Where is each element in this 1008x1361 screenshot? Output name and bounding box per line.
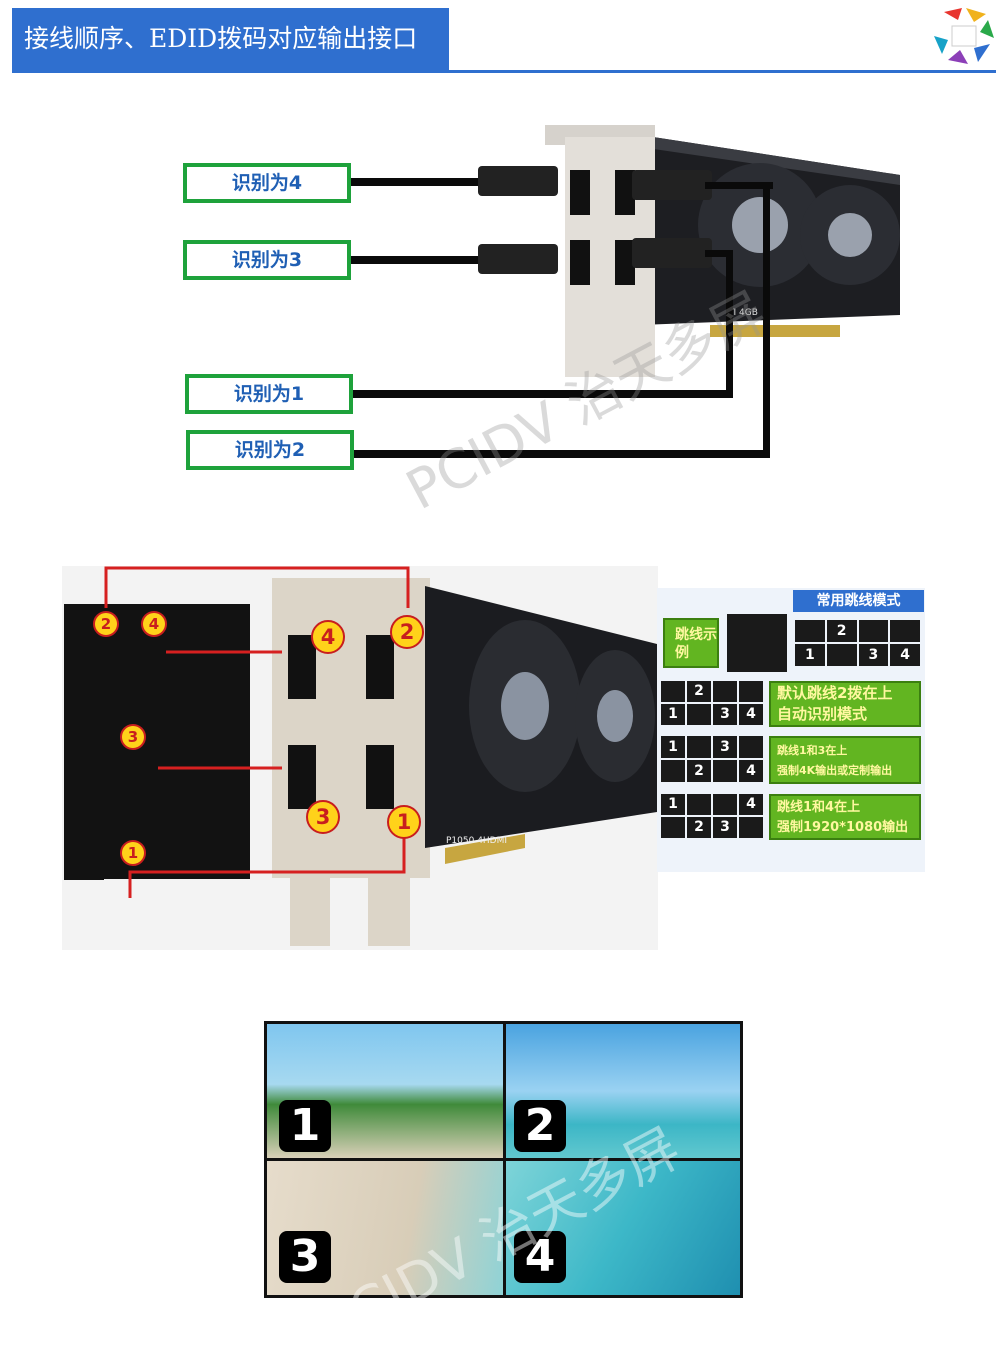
mode-3-jumper-cell: 1 [661, 794, 685, 815]
tile-number-3: 3 [279, 1231, 331, 1283]
mode-3-jumper-cell [713, 794, 737, 815]
mode-1-desc: 默认跳线2拨在上 自动识别模式 [769, 681, 921, 727]
cable-2-vertical [763, 182, 770, 458]
cable-1-bottom [351, 390, 733, 398]
board-badge-4: 4 [141, 611, 167, 637]
mode-1-jumper-cell: 2 [687, 681, 711, 702]
mode-2-jumper-cell: 4 [739, 760, 763, 782]
bracket-tab-left [290, 878, 330, 946]
mode-2-jumper-cell: 2 [687, 760, 711, 782]
mode-3-jumper-cell [661, 817, 685, 838]
label-id-3: 识别为3 [183, 240, 351, 280]
mode-3-jumper-cell: 2 [687, 817, 711, 838]
cable-3 [351, 256, 491, 264]
mode-3-jumper-cell [739, 817, 763, 838]
hdmi-plug-3 [478, 244, 558, 274]
example-jumper-cell: 4 [890, 644, 920, 666]
card-badge-3: 3 [306, 800, 340, 834]
board-badge-1: 1 [120, 840, 146, 866]
mode-1-desc-line2: 自动识别模式 [777, 705, 868, 723]
example-jumper-cell [858, 620, 889, 642]
video-wall: 1 2 3 4 PCIDV 治天多屏 [264, 1021, 743, 1358]
cable-4 [351, 178, 491, 186]
mode-1-desc-line1: 默认跳线2拨在上 [777, 684, 893, 702]
mode-2-jumper-cell [661, 760, 685, 782]
mode-2-desc-line2: 强制4K输出或定制输出 [777, 764, 893, 777]
label-id-1: 识别为1 [185, 374, 353, 414]
example-jumper-cell: 2 [826, 620, 857, 642]
dip-switch-icon [727, 614, 787, 672]
example-jumper-cell [795, 620, 825, 642]
card-badge-4: 4 [311, 620, 345, 654]
mode-2-desc: 跳线1和3在上 强制4K输出或定制输出 [769, 736, 921, 784]
tile-number-4: 4 [514, 1231, 566, 1283]
hdmi-port-3 [288, 745, 316, 809]
circuit-board [64, 604, 250, 879]
mode-2-jumper-cell [713, 760, 737, 782]
label-id-4: 识别为4 [183, 163, 351, 203]
example-jumper-cell: 1 [795, 644, 825, 666]
card-badge-2: 2 [390, 615, 424, 649]
mode-1-jumper-cell: 1 [661, 704, 685, 725]
hdmi-port-2 [366, 635, 394, 699]
mode-2-jumper-cell: 1 [661, 736, 685, 758]
mode-3-jumper-cell: 3 [713, 817, 737, 838]
cable-1-vertical [726, 250, 733, 398]
mode-2-jumper-cell [687, 736, 711, 758]
example-jumper-cell: 3 [858, 644, 889, 666]
hdmi-port-1 [366, 745, 394, 809]
card-model-label: P1050 4HDMI [446, 836, 508, 846]
card-model-text: TI 4GB [728, 308, 758, 318]
graphics-card-illustration [545, 125, 900, 377]
board-badge-2: 2 [93, 611, 119, 637]
mode-1-jumper-cell: 3 [713, 704, 737, 725]
label-id-2: 识别为2 [186, 430, 354, 470]
mode-3-desc-line1: 跳线1和4在上 [777, 800, 861, 815]
wall-tile-3: 3 [267, 1161, 503, 1295]
ttt-logo-icon [934, 8, 994, 64]
bracket-tab-right [368, 878, 410, 946]
example-jumper-cell [890, 620, 920, 642]
page-title: 接线顺序、EDID拨码对应输出接口 [12, 8, 449, 70]
hdmi-plug-2 [632, 170, 712, 200]
hdmi-port-4 [288, 635, 316, 699]
tile-number-2: 2 [514, 1100, 566, 1152]
example-jumper-cell [826, 644, 857, 666]
board-badge-3: 3 [120, 724, 146, 750]
mode-1-jumper-cell [739, 681, 763, 702]
mode-2-desc-line1: 跳线1和3在上 [777, 744, 848, 757]
wall-tile-2: 2 [506, 1024, 740, 1158]
mode-1-jumper-cell [687, 704, 711, 725]
wall-tile-4: 4 [506, 1161, 740, 1295]
card-badge-1: 1 [387, 805, 421, 839]
graphics-card-body [425, 586, 657, 864]
connection-arrows [104, 566, 410, 898]
mode-1-jumper-cell [713, 681, 737, 702]
mode-3-desc-line2: 强制1920*1080输出 [777, 820, 909, 835]
mode-2-jumper-cell: 3 [713, 736, 737, 758]
mode-3-jumper-cell [687, 794, 711, 815]
mode-2-jumper-cell [739, 736, 763, 758]
mode-1-jumper-cell [661, 681, 685, 702]
cable-2-bottom [351, 450, 770, 458]
cable-1-horizontal [705, 250, 733, 257]
mode-3-jumper-cell: 4 [739, 794, 763, 815]
board-edge [64, 840, 104, 880]
jumper-example-label: 跳线示例 [663, 618, 719, 668]
mode-3-desc: 跳线1和4在上 强制1920*1080输出 [769, 794, 921, 840]
tile-number-1: 1 [279, 1100, 331, 1152]
wall-tile-1: 1 [267, 1024, 503, 1158]
hdmi-plug-4 [478, 166, 558, 196]
mode-1-jumper-cell: 4 [739, 704, 763, 725]
title-underline [12, 70, 996, 73]
cable-2-horizontal [705, 182, 773, 189]
hdmi-plug-1 [632, 238, 712, 268]
jumper-panel-title: 常用跳线模式 [793, 590, 924, 612]
